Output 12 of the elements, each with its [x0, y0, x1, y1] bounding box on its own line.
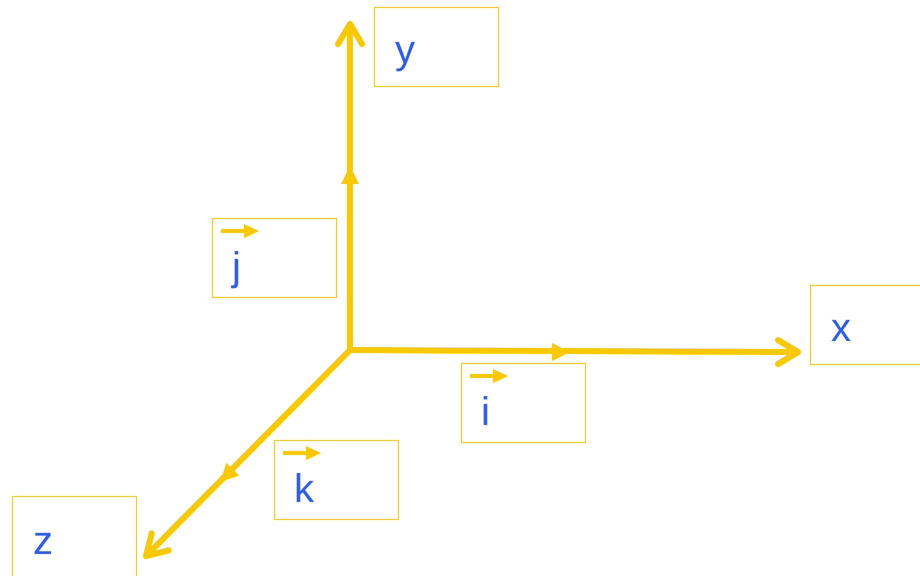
axis-label: i — [481, 392, 490, 432]
label-box — [461, 363, 586, 443]
label-box — [374, 7, 499, 87]
label-box — [12, 496, 137, 576]
axis-label: j — [232, 247, 241, 287]
axis-label: z — [33, 521, 53, 561]
label-box — [274, 440, 399, 520]
axis-label: k — [294, 469, 314, 509]
axis-label: y — [395, 30, 415, 70]
label-box — [810, 285, 920, 365]
axis-label: x — [831, 308, 851, 348]
label-box — [212, 218, 337, 298]
